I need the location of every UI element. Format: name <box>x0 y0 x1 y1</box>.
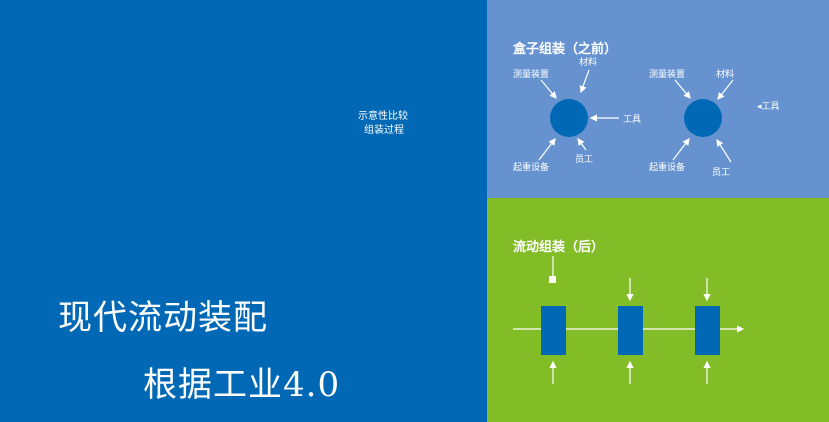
label-measuring-1: 测量装置 <box>513 70 550 80</box>
workstation-1 <box>550 99 588 137</box>
main-title-line1: 现代流动装配 <box>58 298 268 338</box>
marker-square <box>549 276 556 283</box>
label-lifting-1: 起重设备 <box>513 163 550 173</box>
comparison-note-line2: 组装过程 <box>364 125 404 136</box>
arrow-staff-1 <box>577 138 587 151</box>
flow-station-2 <box>618 306 643 355</box>
flow-station-1 <box>541 306 566 355</box>
flow-assembly-panel: 流动组装（后） <box>487 198 829 422</box>
arrow-staff-2 <box>716 138 732 163</box>
flow-assembly-diagram <box>513 256 745 384</box>
label-measuring-2: 测量装置 <box>649 70 686 80</box>
box-assembly-panel: 盒子组装（之前） 材料 测量装置 工具 起重设备 员工 测量装置 材料 起重设备… <box>487 0 829 198</box>
arrow-measuring-1 <box>540 79 557 99</box>
arrow-measuring-2 <box>674 79 691 99</box>
box-assembly-title: 盒子组装（之前） <box>513 42 618 57</box>
label-lifting-2: 起重设备 <box>649 163 686 173</box>
label-material-2: 材料 <box>716 70 735 80</box>
label-material-1: 材料 <box>579 58 598 68</box>
workstation-2 <box>684 99 722 137</box>
flow-station-3 <box>695 306 720 355</box>
label-staff-1: 员工 <box>575 155 594 165</box>
legend-tools: ◂工具 <box>757 102 780 112</box>
label-tools-1: 工具 <box>623 115 642 125</box>
flow-assembly-title: 流动组装（后） <box>513 240 605 255</box>
arrow-material-2 <box>717 79 734 100</box>
arrow-material-1 <box>579 69 590 94</box>
arrow-lifting-2 <box>672 138 690 161</box>
arrow-lifting-1 <box>538 138 556 161</box>
comparison-note-line1: 示意性比较 <box>358 111 408 122</box>
box-assembly-diagram <box>538 69 734 163</box>
left-panel <box>0 0 487 422</box>
main-title-line2: 根据工业4.0 <box>143 365 341 405</box>
label-staff-2: 员工 <box>712 168 731 178</box>
